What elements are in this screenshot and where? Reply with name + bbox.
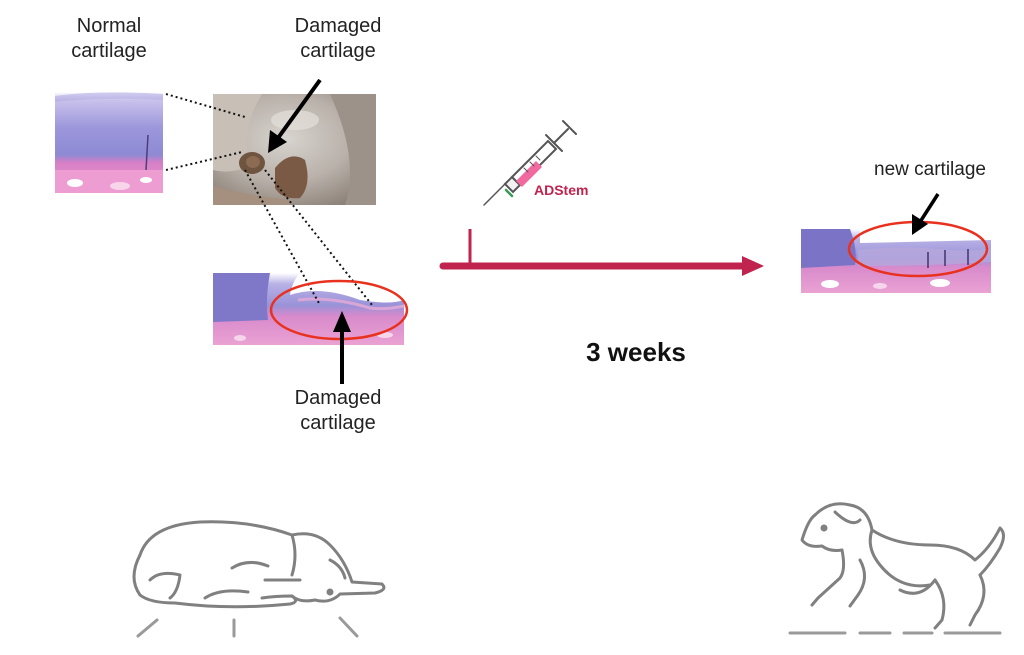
duration-label: 3 weeks <box>586 337 686 367</box>
joint-photo <box>213 94 376 205</box>
lying-dog-icon <box>132 520 386 609</box>
new-cartilage-image <box>801 229 991 293</box>
damaged-cartilage-label-bottom-line2: cartilage <box>300 412 376 434</box>
new-cartilage-label: new cartilage <box>874 159 986 180</box>
arrow-to-new-cartilage <box>912 193 940 235</box>
treatment-timeline <box>439 229 764 276</box>
rest-lines <box>136 616 359 638</box>
normal-cartilage-label-line2: cartilage <box>71 40 147 62</box>
zoom-connectors <box>165 93 373 306</box>
product-label: ADStem <box>534 182 589 198</box>
normal-cartilage-image <box>55 92 163 193</box>
damaged-cartilage-label-top: Damaged cartilage <box>268 14 408 64</box>
damaged-cartilage-label-top-line2: cartilage <box>300 40 376 62</box>
arrow-to-damaged-joint <box>268 78 322 153</box>
damaged-cartilage-label-top-line1: Damaged <box>294 15 382 37</box>
damage-highlight-ellipse <box>269 279 409 341</box>
normal-cartilage-label: Normal cartilage <box>54 14 164 64</box>
running-dog-icon <box>800 502 1005 630</box>
damaged-cartilage-label-bottom-line1: Damaged <box>294 387 382 409</box>
syringe-icon <box>483 120 577 206</box>
damaged-cartilage-label-bottom: Damaged cartilage <box>268 386 408 436</box>
normal-cartilage-label-line1: Normal <box>76 15 142 37</box>
arrow-to-damaged-section <box>333 311 351 384</box>
